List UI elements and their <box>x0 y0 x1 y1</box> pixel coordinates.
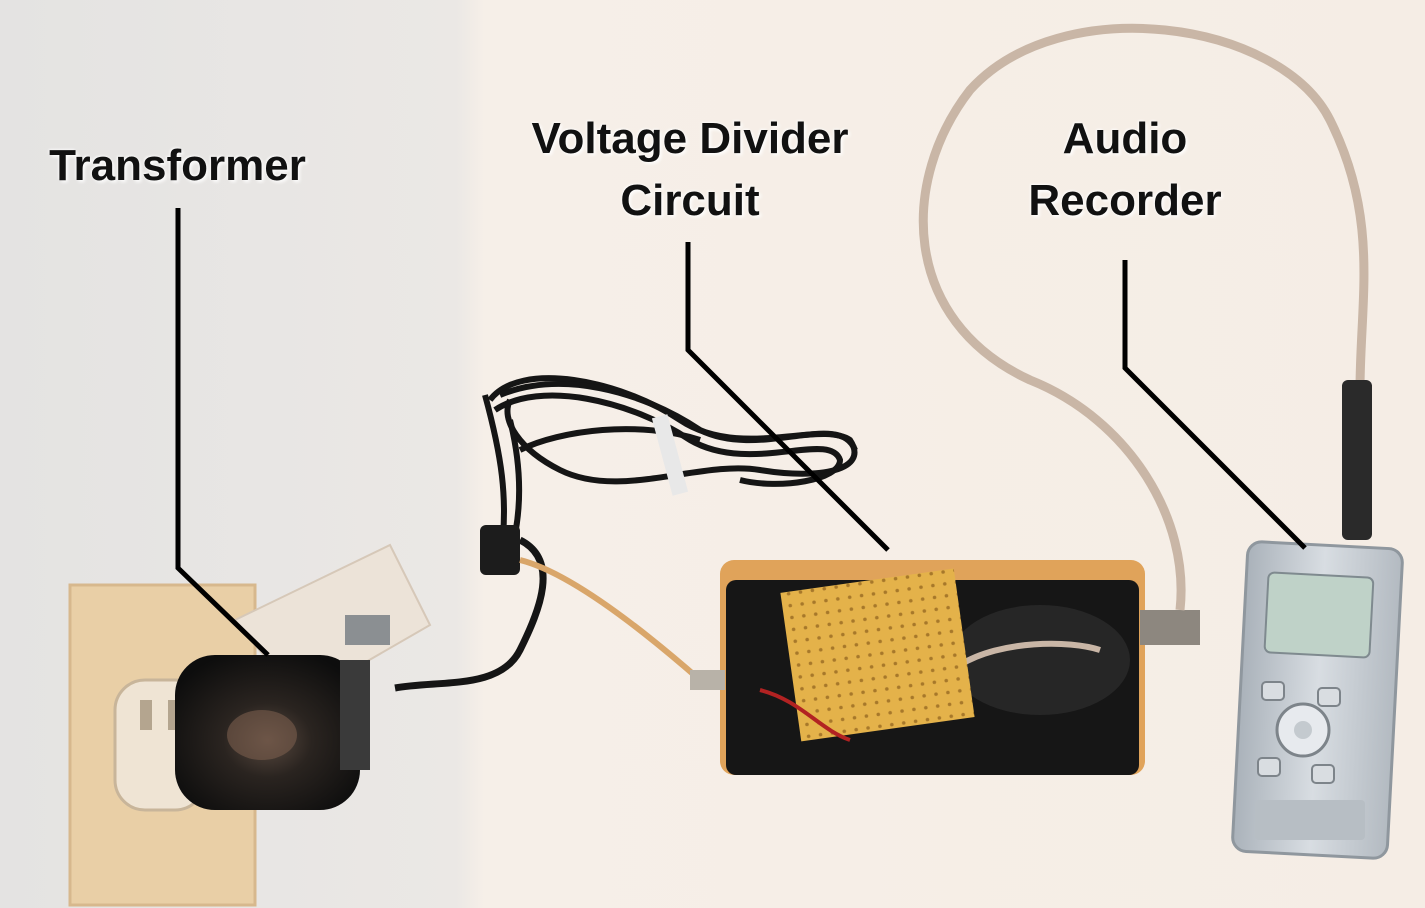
perfboard <box>780 568 975 742</box>
transformer-leader-line <box>175 208 270 657</box>
audio-recorder-label-line2: Recorder <box>1028 176 1222 225</box>
voltage-divider-label-line1: Voltage Divider <box>531 114 849 163</box>
cable-plug <box>480 525 520 575</box>
voltage-divider-label-line2: Circuit <box>620 176 760 225</box>
transformer-label-text: Transformer <box>49 141 306 190</box>
recorder-leader-line <box>1122 260 1307 550</box>
recorder-plug <box>1342 380 1372 540</box>
coiled-cable-icon <box>482 375 858 572</box>
recorder-cable <box>918 23 1369 611</box>
leader-lines <box>175 208 1307 657</box>
audio-recorder-label: Audio Recorder <box>990 108 1260 232</box>
transformer-icon <box>175 615 390 810</box>
audio-recorder-label-line1: Audio <box>1062 114 1188 163</box>
voltage-divider-label: Voltage Divider Circuit <box>500 108 880 232</box>
audio-recorder-icon <box>1231 540 1404 860</box>
voltage-divider-circuit-icon <box>690 560 1200 775</box>
zip-tie <box>651 414 689 496</box>
transformer-label: Transformer <box>40 135 315 197</box>
divider-input-wire <box>519 557 702 683</box>
divider-leader-line <box>685 242 890 552</box>
